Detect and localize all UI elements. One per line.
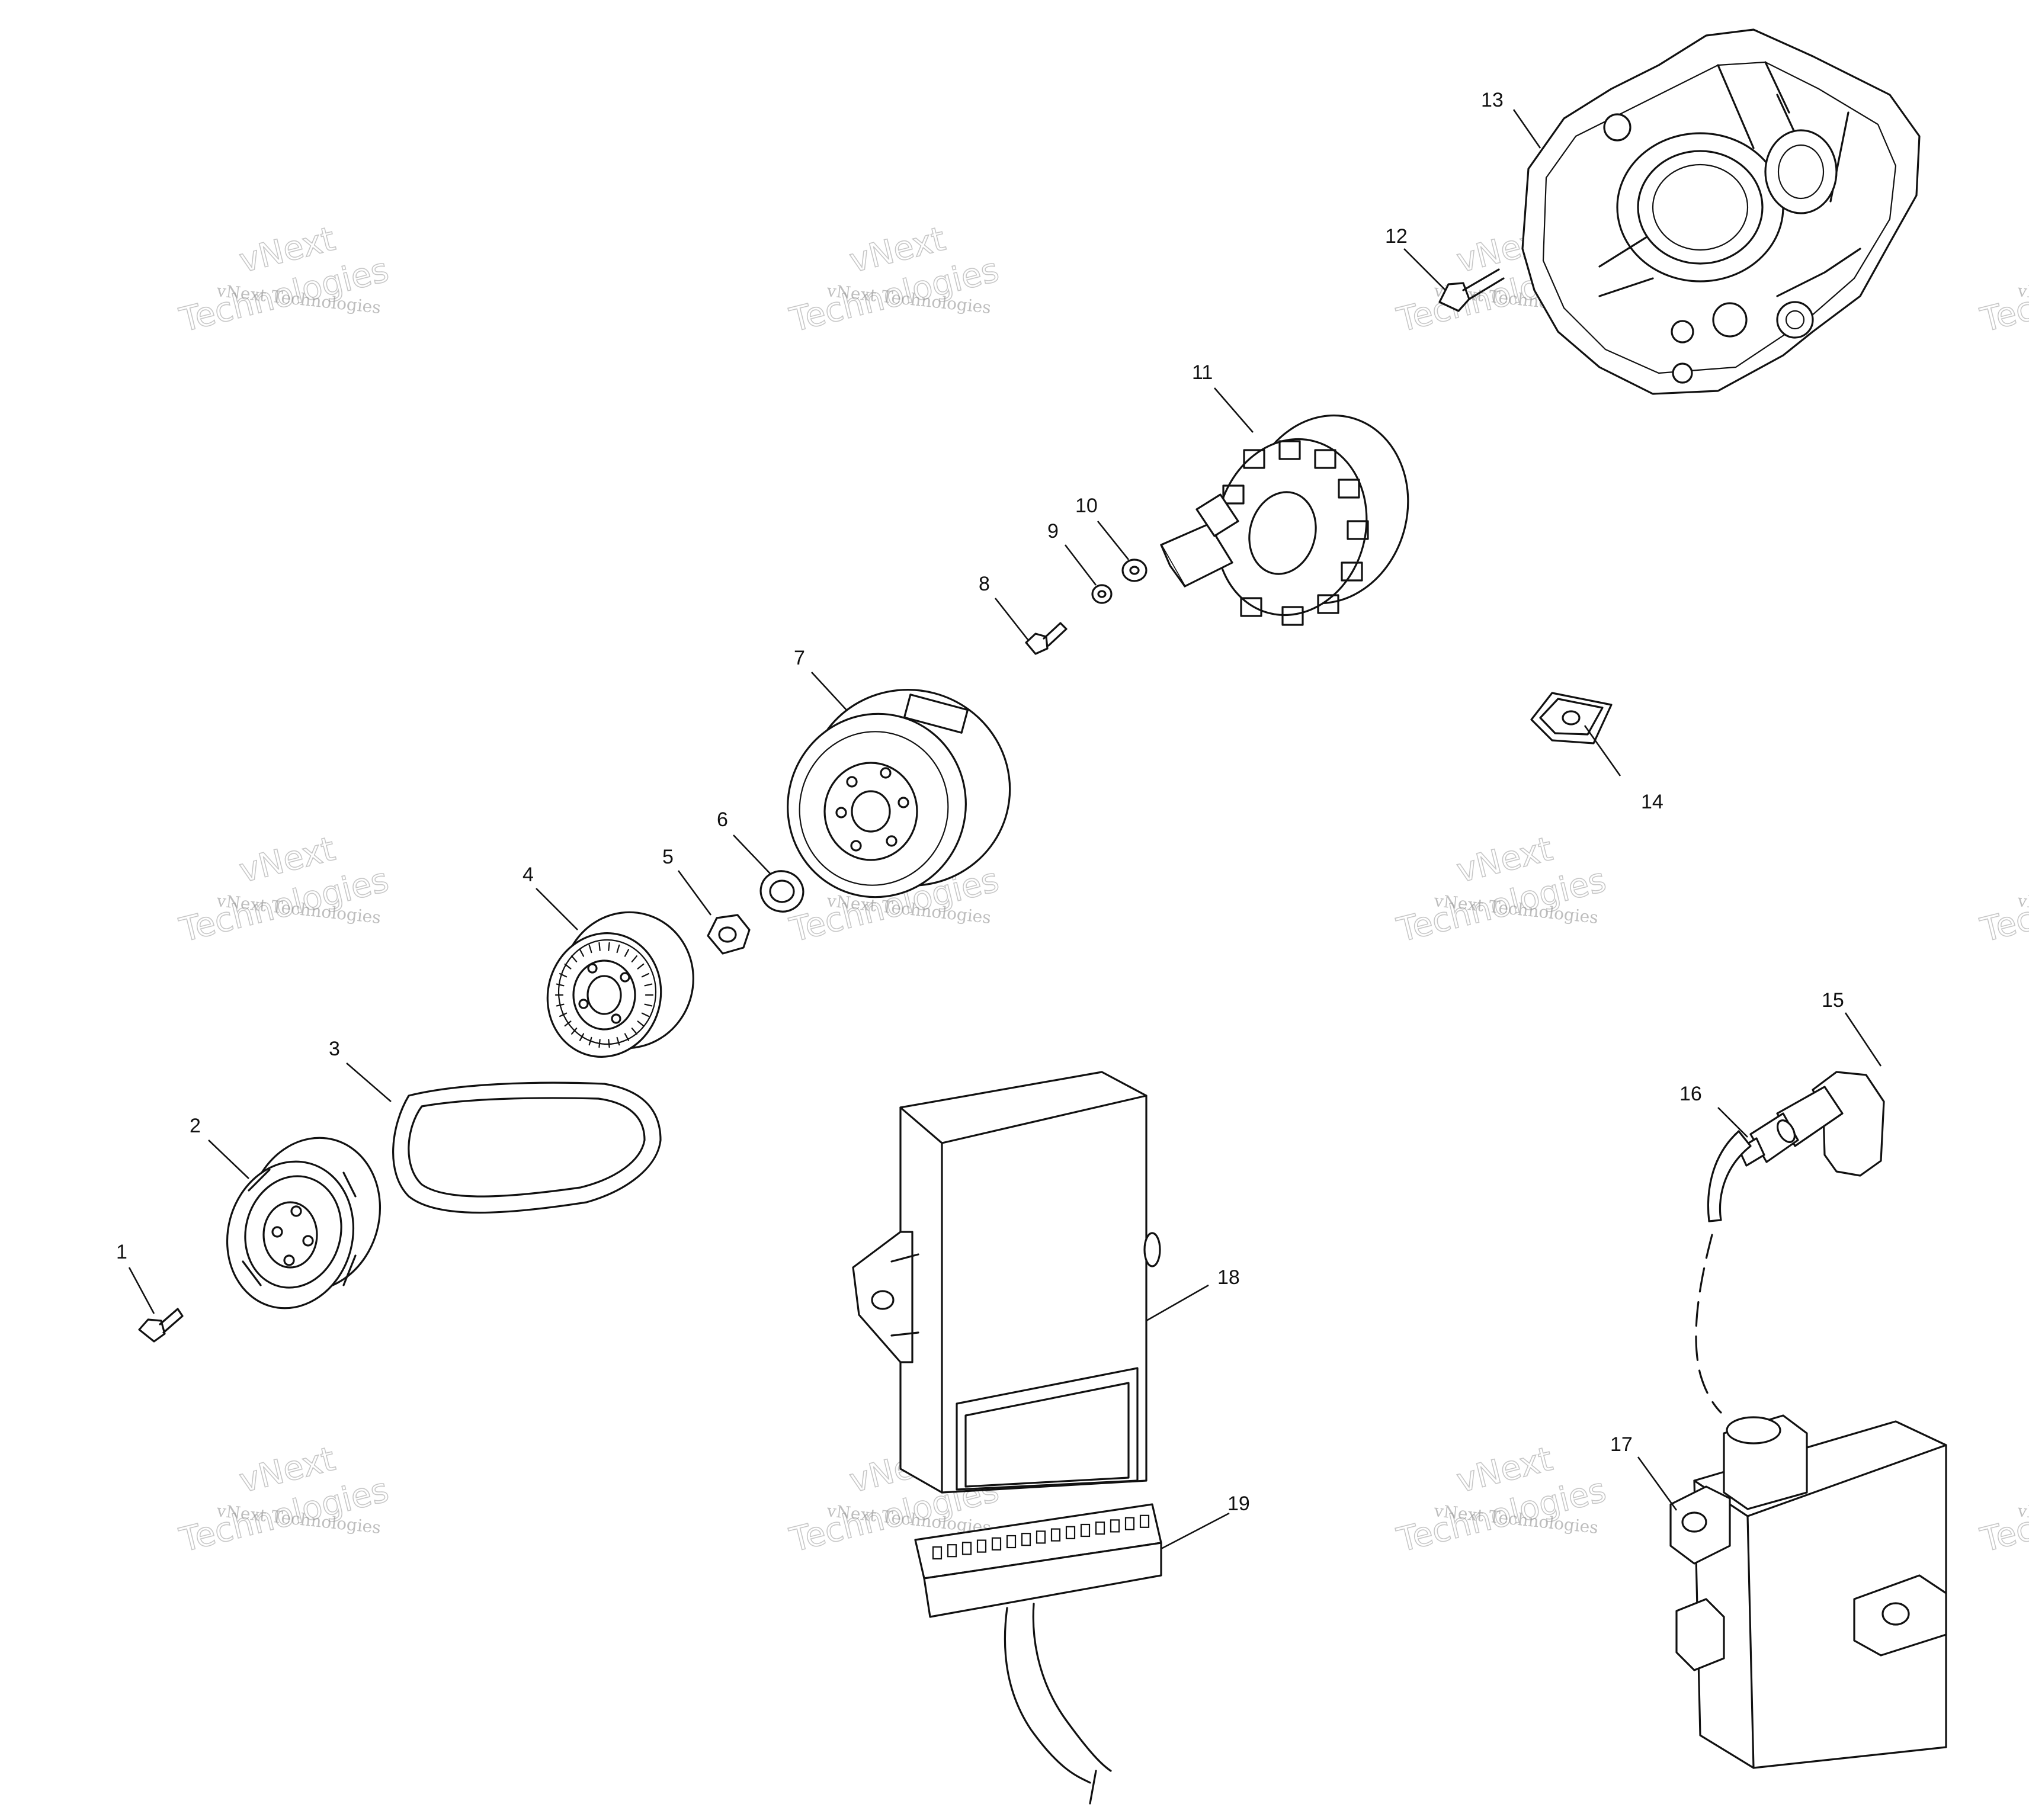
gear-tooth	[637, 963, 645, 970]
gear-tooth	[624, 1033, 630, 1041]
gear-tooth	[570, 955, 578, 962]
callout-3: 3	[329, 1038, 340, 1060]
gear-tooth	[608, 942, 610, 951]
part-1-bolt[interactable]	[138, 1308, 184, 1343]
part-9-nut[interactable]	[1091, 584, 1113, 604]
connector-pin	[1036, 1530, 1046, 1544]
gear-tooth	[598, 1039, 601, 1048]
callout-4: 4	[523, 864, 534, 886]
connector-pin	[961, 1542, 972, 1555]
callout-1: 1	[116, 1241, 127, 1263]
gear-tooth	[608, 1039, 610, 1048]
callout-8: 8	[979, 573, 990, 595]
connector-pin	[991, 1537, 1002, 1551]
callout-15: 15	[1822, 989, 1844, 1012]
part-15-spark-plug-cap[interactable]	[1738, 1071, 1885, 1177]
gear-tooth	[624, 949, 630, 957]
connector-pin	[947, 1544, 957, 1558]
callout-leaders	[128, 109, 1882, 1550]
gear-tooth	[631, 955, 638, 962]
connector-pin	[1065, 1526, 1076, 1539]
callout-7: 7	[794, 647, 805, 669]
part-12-bolt[interactable]	[1438, 268, 1505, 312]
gear-tooth	[588, 944, 592, 954]
connector-pin	[1050, 1528, 1061, 1542]
connector-pin	[1006, 1535, 1017, 1549]
part-3-belt[interactable]	[392, 1081, 662, 1214]
gear-tooth	[556, 1003, 565, 1007]
gear-tooth	[579, 949, 585, 957]
callout-12: 12	[1385, 225, 1408, 248]
connector-pin	[1095, 1522, 1105, 1535]
part-19-connector[interactable]	[914, 1503, 1162, 1805]
gear-tooth	[564, 963, 572, 970]
part-14-clip-nut[interactable]	[1530, 692, 1613, 744]
callout-19: 19	[1227, 1492, 1250, 1515]
connector-pin	[1080, 1523, 1091, 1537]
part-13-crankcase-cover[interactable]	[1521, 28, 1921, 395]
part-17-ignition-coil[interactable]	[1669, 1414, 1947, 1769]
part-6-washer[interactable]	[756, 866, 807, 916]
part-4-starter-gear[interactable]	[534, 897, 709, 1070]
connector-pin	[1021, 1533, 1031, 1546]
part-16-ht-lead[interactable]	[1695, 1130, 1752, 1414]
callout-18: 18	[1217, 1266, 1240, 1289]
callout-10: 10	[1075, 495, 1098, 517]
part-2-drive-pulley[interactable]	[211, 1123, 397, 1323]
gear-tooth	[631, 1028, 638, 1035]
callout-13: 13	[1481, 89, 1504, 111]
connector-pin	[1124, 1517, 1135, 1530]
part-10-washer[interactable]	[1121, 558, 1147, 582]
connector-pin	[1110, 1519, 1120, 1533]
callout-numbers: 1 2 3 4 5 6 7 8 9 10 11 12 13 14 15 16 1…	[116, 89, 1844, 1515]
gear-tooth	[637, 1020, 645, 1027]
callout-6: 6	[717, 808, 728, 831]
gear-tooth	[644, 983, 653, 987]
part-7-flywheel[interactable]	[767, 667, 1032, 917]
callout-9: 9	[1047, 520, 1059, 543]
callout-16: 16	[1679, 1083, 1702, 1105]
gear-tooth	[579, 1033, 585, 1041]
gear-tooth	[616, 944, 620, 954]
callout-14: 14	[1641, 791, 1663, 813]
gear-tooth	[644, 1003, 653, 1007]
gear-tooth	[570, 1028, 578, 1035]
part-8-screw[interactable]	[1025, 622, 1068, 655]
connector-pin	[1139, 1514, 1150, 1528]
gear-tooth	[588, 1036, 592, 1046]
gear-tooth	[559, 1012, 568, 1017]
callout-11: 11	[1192, 361, 1213, 384]
part-18-cdi-module[interactable]	[852, 1071, 1161, 1494]
gear-tooth	[564, 1020, 572, 1027]
connector-pin	[976, 1539, 987, 1553]
part-5-nut[interactable]	[707, 914, 751, 955]
connector-pin	[932, 1546, 943, 1560]
part-11-stator[interactable]	[1160, 397, 1429, 633]
callout-17: 17	[1610, 1433, 1633, 1456]
gear-tooth	[559, 972, 568, 978]
gear-tooth	[616, 1036, 620, 1046]
gear-tooth	[641, 1012, 650, 1017]
gear-tooth	[556, 983, 565, 987]
callout-5: 5	[662, 846, 674, 868]
gear-tooth	[598, 942, 601, 951]
callout-2: 2	[190, 1115, 201, 1137]
gear-tooth	[641, 972, 650, 978]
